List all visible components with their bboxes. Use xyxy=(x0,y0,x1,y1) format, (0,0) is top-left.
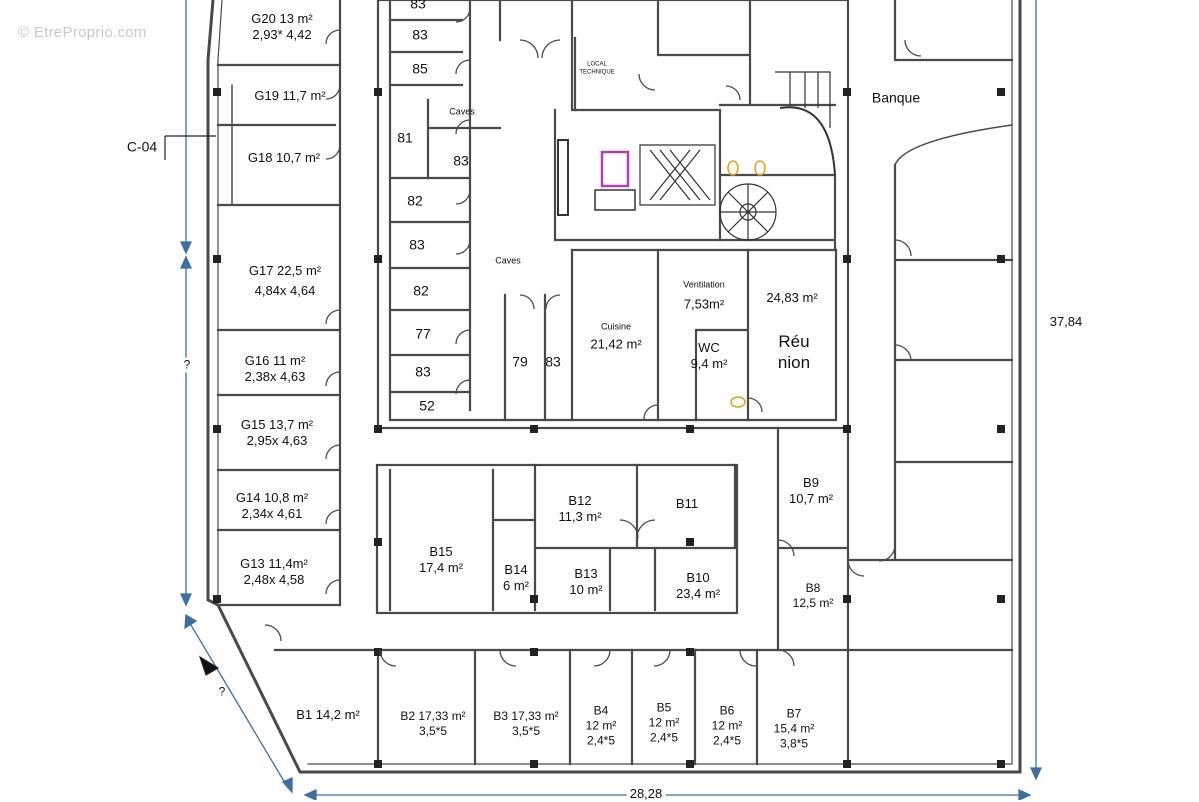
room-reunion-area: 24,83 m² xyxy=(766,289,818,305)
cave-83-e: 83 xyxy=(415,363,431,380)
watermark: © EtreProprio.com xyxy=(18,24,147,41)
office-b11: B11 xyxy=(675,495,699,511)
cave-83-b: 83 xyxy=(412,26,428,43)
room-cuisine: Cuisine 21,42 m² xyxy=(590,321,642,352)
office-b1: B1 14,2 m² xyxy=(296,706,360,722)
room-caves-north: Caves xyxy=(449,106,475,117)
cave-77: 77 xyxy=(415,325,431,342)
diagonal-dimension-label: ? xyxy=(218,684,226,699)
walls xyxy=(206,0,1022,774)
cave-52: 52 xyxy=(419,397,435,414)
room-caves-south: Caves xyxy=(495,255,521,266)
room-ventilation: Ventilation 7,53m² xyxy=(683,279,725,312)
section-marker xyxy=(164,135,220,676)
toilets xyxy=(727,160,766,408)
cave-79: 79 xyxy=(512,353,528,370)
cave-85: 85 xyxy=(412,60,428,77)
garage-g19: G19 11,7 m² xyxy=(254,87,326,103)
cave-82-b: 82 xyxy=(413,282,429,299)
dimension-lines xyxy=(179,0,1043,800)
cave-83-f: 83 xyxy=(545,353,561,370)
structural-columns xyxy=(213,88,1005,768)
elevator xyxy=(557,139,636,216)
room-banque: Banque xyxy=(871,89,921,106)
cave-83-c: 83 xyxy=(453,152,469,169)
cave-82-a: 82 xyxy=(407,192,423,209)
stairs xyxy=(639,71,836,241)
cave-81: 81 xyxy=(397,129,413,146)
door-swings xyxy=(264,7,922,667)
cave-83-a: 83 xyxy=(410,0,426,12)
width-dimension-label: 28,28 xyxy=(626,785,666,802)
cave-83-d: 83 xyxy=(409,236,425,253)
section-marker-label: C-04 xyxy=(126,138,158,155)
height-dimension-label: 37,84 xyxy=(1049,313,1083,331)
left-dimension-label: ? xyxy=(183,357,191,373)
garage-g18: G18 10,7 m² xyxy=(247,149,321,165)
